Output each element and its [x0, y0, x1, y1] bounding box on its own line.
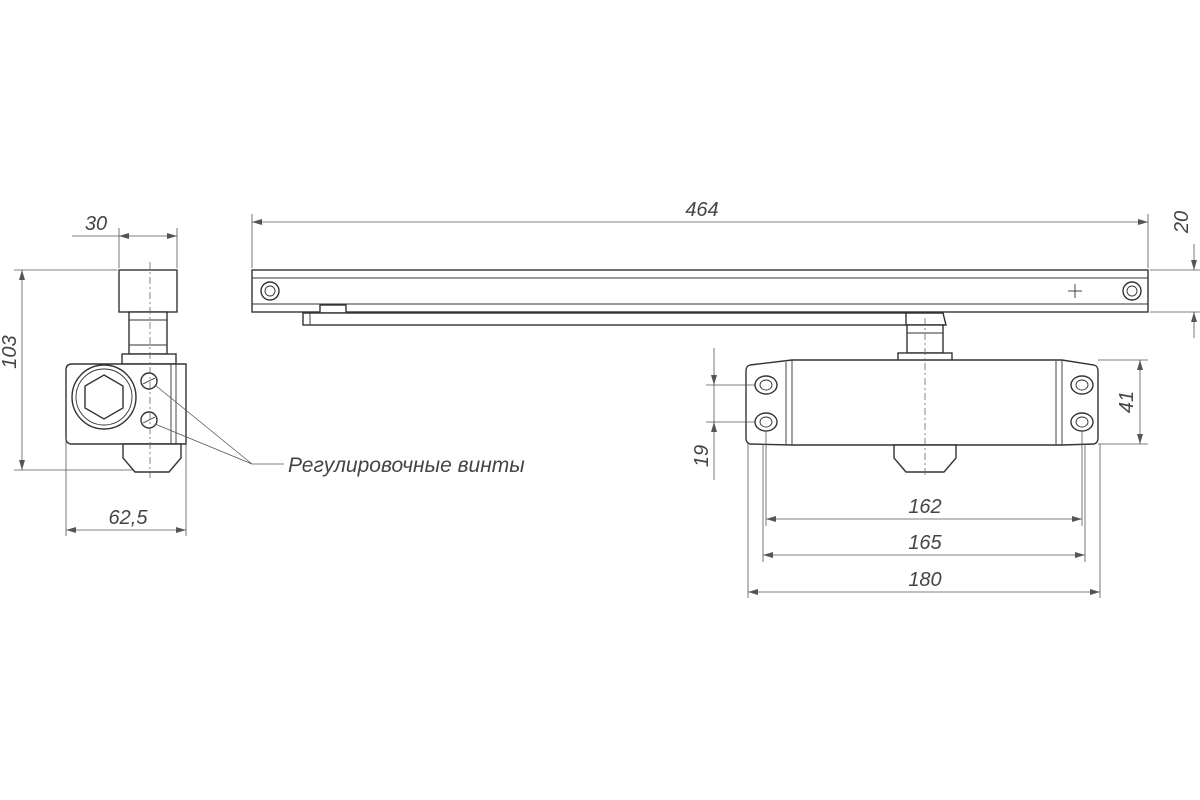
dimension-hole-spacing: 19: [691, 445, 713, 467]
dimension-side-depth: 62,5: [109, 507, 149, 529]
adjustment-screws-callout: Регулировочные винты: [154, 384, 525, 477]
mount-hole-bottom-left: [754, 412, 778, 432]
side-view-adjustment-screw-top: [140, 372, 158, 390]
mount-hole-top-left: [754, 375, 778, 395]
dimension-arm-height: 20: [1171, 211, 1193, 234]
dimension-body-length-total: 180: [908, 569, 941, 591]
side-view-dimensions: 30 103 62,5: [0, 213, 187, 536]
dimension-body-height: 41: [1116, 391, 1138, 413]
front-view-dimensions: 464 20 41 19 162 165 180: [251, 199, 1200, 598]
mount-hole-top-right: [1070, 375, 1094, 395]
dimension-body-length-inner: 165: [908, 532, 942, 554]
dimension-side-width: 30: [85, 213, 107, 235]
side-view: [65, 262, 187, 478]
arm-screw-right: [1122, 281, 1142, 301]
side-view-hex-bolt: [84, 374, 124, 420]
secondary-arm: [302, 312, 944, 326]
dimension-side-height: 103: [0, 335, 21, 368]
side-view-adjustment-screw-bottom: [140, 411, 158, 429]
side-view-spindle: [128, 311, 168, 355]
front-view: [251, 269, 1149, 478]
dimension-arm-length: 464: [685, 199, 718, 221]
mount-hole-bottom-right: [1070, 412, 1094, 432]
adjustment-screws-label: Регулировочные винты: [288, 454, 525, 477]
dimension-mount-distance: 162: [908, 496, 941, 518]
arm-screw-left: [260, 281, 280, 301]
side-view-arm-cap: [118, 269, 178, 313]
side-view-collar: [121, 353, 177, 365]
arm-bar: [251, 269, 1149, 313]
side-view-valve: [122, 443, 182, 473]
closer-body: [745, 359, 1099, 446]
